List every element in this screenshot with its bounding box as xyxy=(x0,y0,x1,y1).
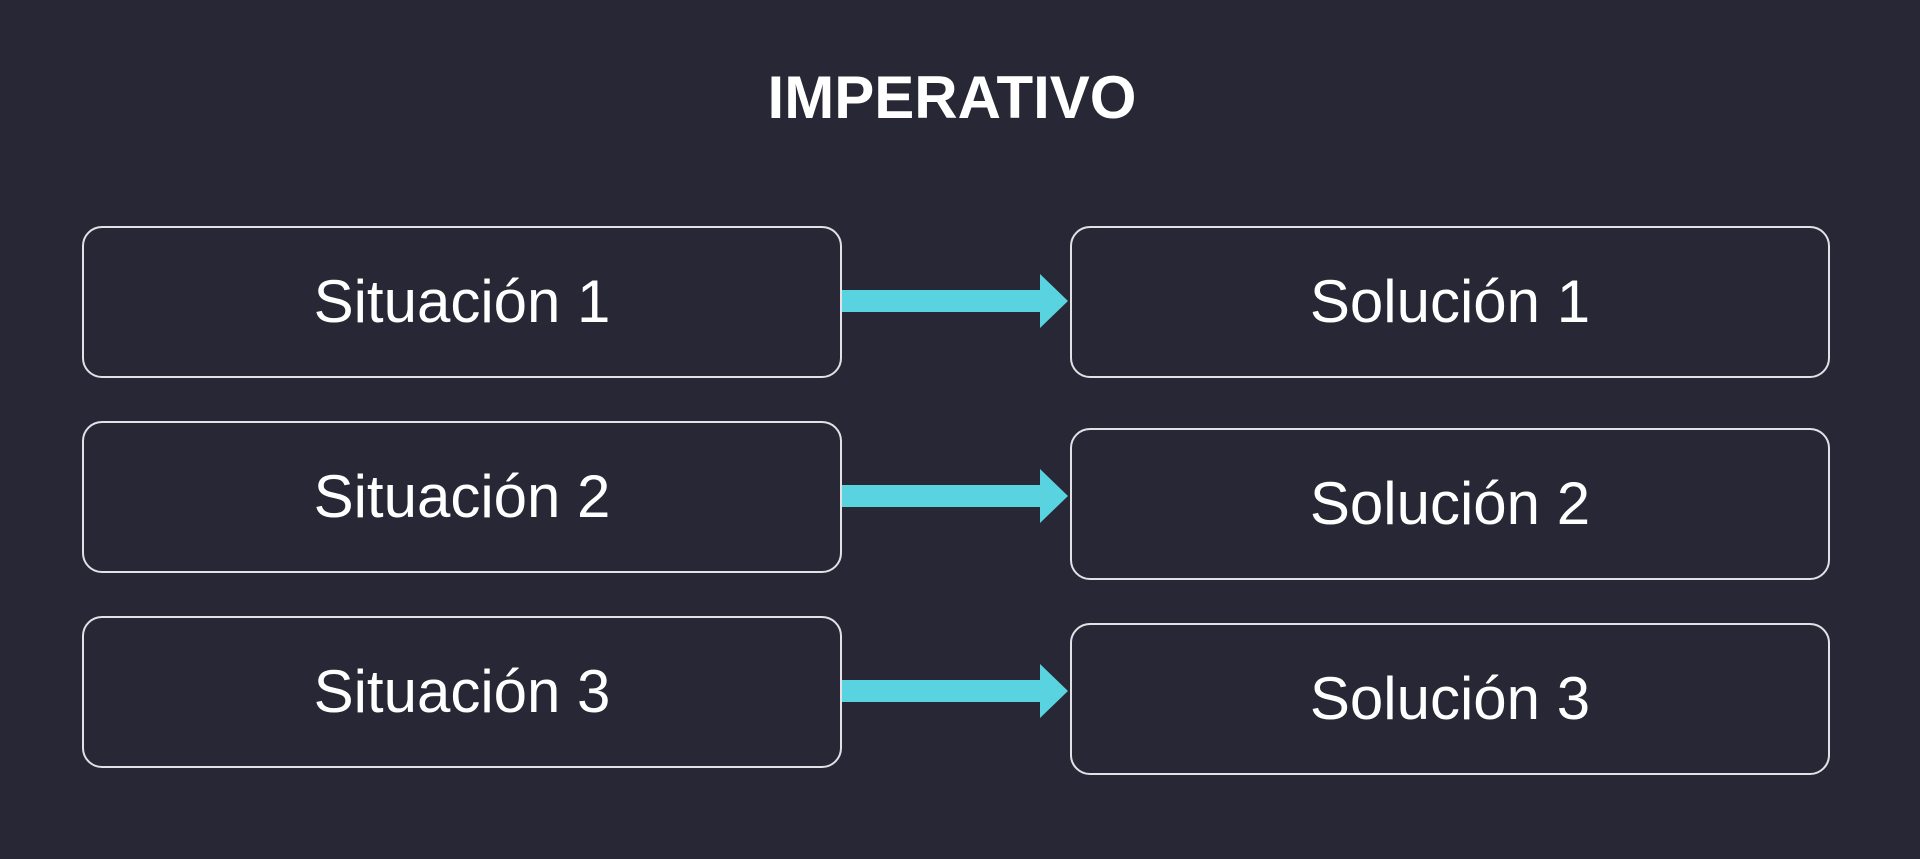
diagram-title: IMPERATIVO xyxy=(767,64,1137,131)
arrow-right-icon xyxy=(842,274,1070,328)
solution-box-2: Solución 2 xyxy=(1070,428,1830,580)
solution-label-2: Solución 2 xyxy=(1309,470,1591,537)
arrow-right-icon xyxy=(842,469,1070,523)
situation-box-2: Situación 2 xyxy=(82,421,842,573)
arrow-right-icon xyxy=(842,664,1070,718)
situation-box-3: Situación 3 xyxy=(82,616,842,768)
solution-box-3: Solución 3 xyxy=(1070,623,1830,775)
situation-label-2: Situación 2 xyxy=(313,463,611,530)
situation-label-3: Situación 3 xyxy=(313,658,611,725)
solution-label-3: Solución 3 xyxy=(1309,665,1591,732)
situation-box-1: Situación 1 xyxy=(82,226,842,378)
solution-label-1: Solución 1 xyxy=(1309,268,1591,335)
solution-box-1: Solución 1 xyxy=(1070,226,1830,378)
situation-label-1: Situación 1 xyxy=(313,268,611,335)
